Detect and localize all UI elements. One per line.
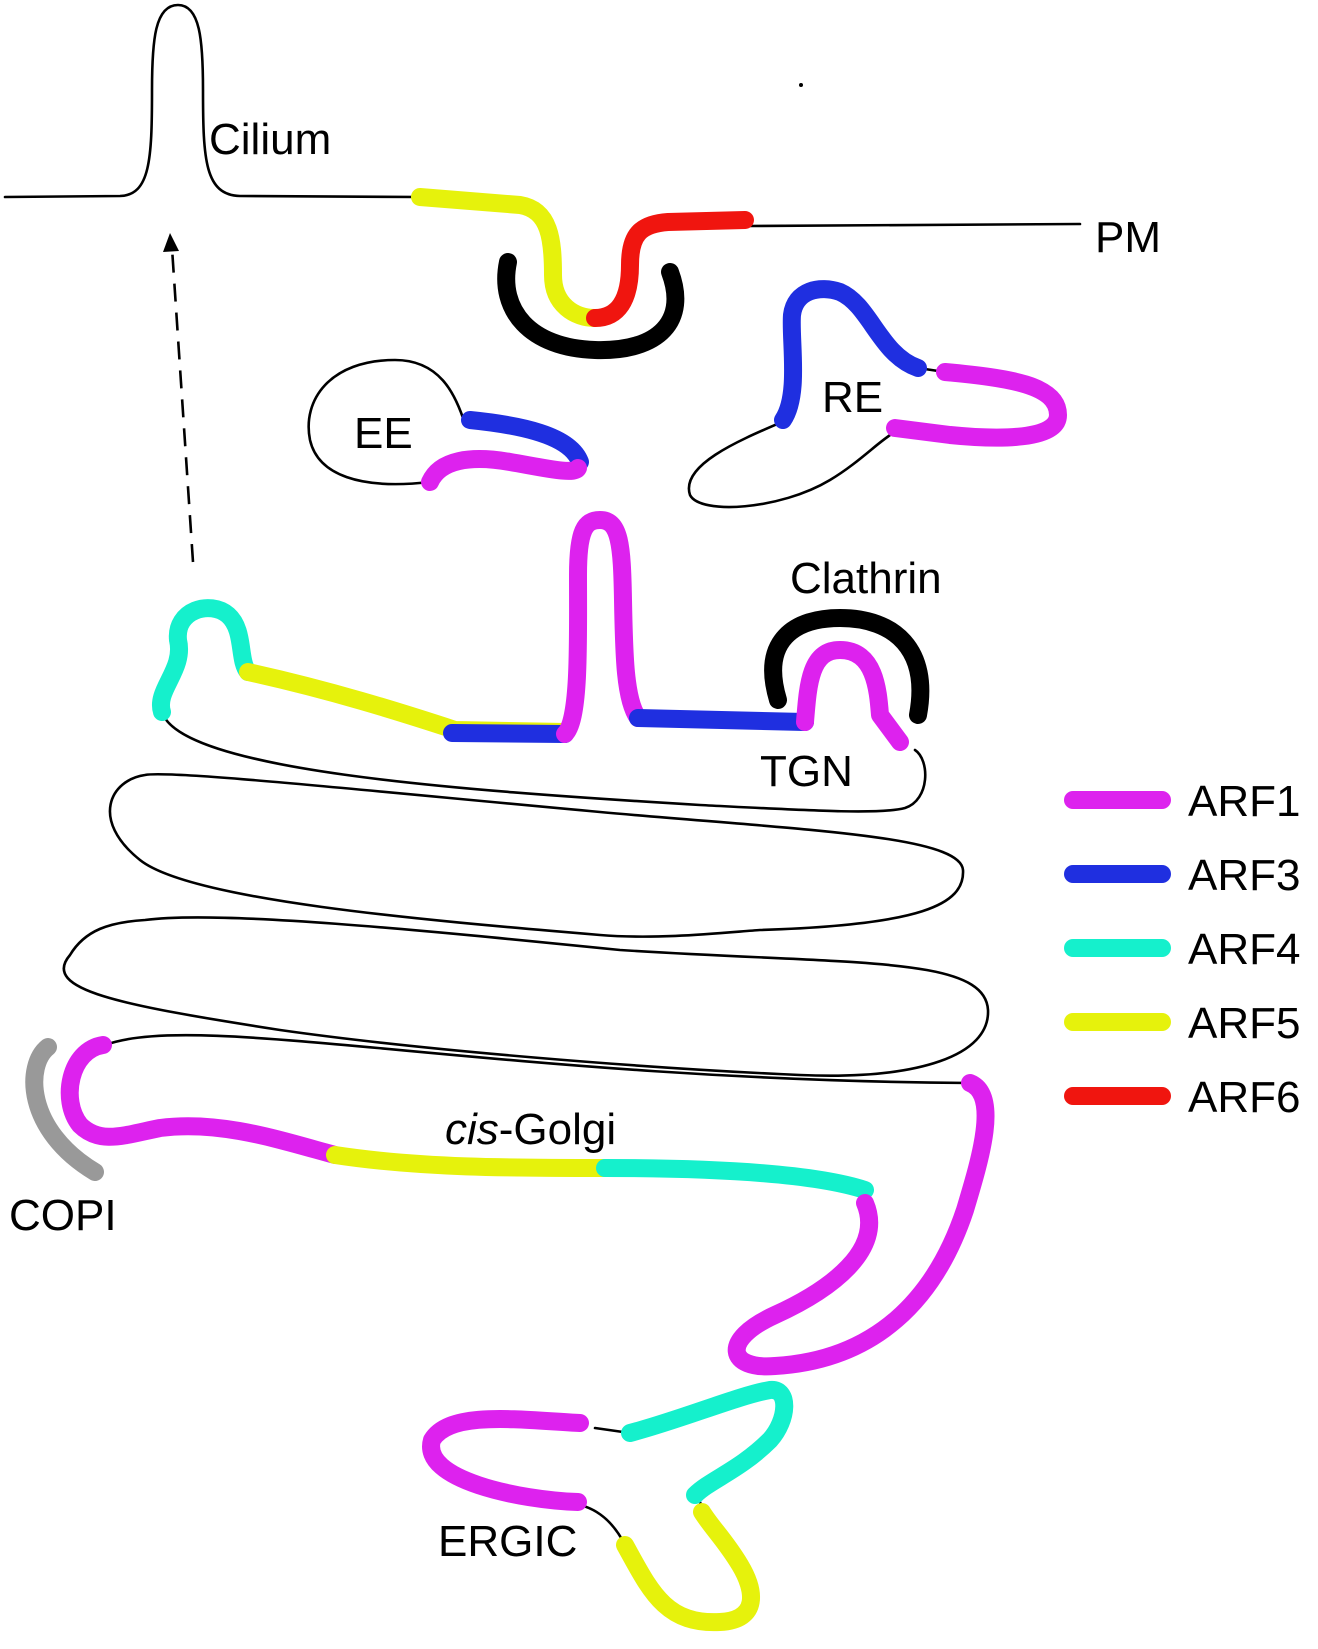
tgn-arf5 xyxy=(239,663,574,741)
ergic-arf4 xyxy=(621,1381,794,1504)
tgn-outline xyxy=(160,710,927,813)
legend-label: ARF3 xyxy=(1188,851,1300,900)
label-cis-suffix: -Golgi xyxy=(499,1105,616,1154)
labels: Cilium PM EE RE Clathrin TGN cis-Golgi C… xyxy=(9,115,1161,1566)
golgi-cisternae xyxy=(62,772,990,1085)
trans-golgi-network xyxy=(151,511,930,813)
plasma-membrane-outline xyxy=(3,3,422,199)
tgn-arf1-tubule xyxy=(556,511,647,743)
label-clathrin: Clathrin xyxy=(790,554,942,603)
legend-item-arf3: ARF3 xyxy=(1064,851,1300,900)
legend-item-arf5: ARF5 xyxy=(1064,999,1300,1048)
ee-arf1 xyxy=(421,450,587,491)
label-cis-golgi: cis-Golgi xyxy=(445,1105,616,1154)
ergic-arf5 xyxy=(616,1503,760,1632)
copi-coat xyxy=(25,1038,104,1181)
cis-arf1-left xyxy=(60,1036,344,1164)
label-ee: EE xyxy=(354,409,413,458)
label-re: RE xyxy=(822,373,883,422)
tgn-arf4 xyxy=(151,599,257,721)
medial-cisterna-1 xyxy=(108,772,965,938)
legend-label: ARF4 xyxy=(1188,925,1300,974)
pm-pit-arf5 xyxy=(411,188,604,327)
re-arf1 xyxy=(886,363,1067,447)
tgn-clathrin xyxy=(764,609,930,724)
pm-pit-clathrin xyxy=(497,253,685,360)
label-pm: PM xyxy=(1095,213,1161,262)
tgn-arf3-right xyxy=(629,709,814,731)
label-copi: COPI xyxy=(9,1191,117,1240)
cis-golgi-top xyxy=(103,1033,972,1085)
pm-pit-arf6 xyxy=(586,211,754,327)
legend-label: ARF6 xyxy=(1188,1073,1300,1122)
legend-item-arf1: ARF1 xyxy=(1064,777,1300,826)
plasma-membrane-right xyxy=(743,222,1082,228)
label-cis-prefix: cis xyxy=(445,1105,499,1154)
re-outline xyxy=(687,420,897,509)
ciliary-transport-arrow xyxy=(163,233,195,563)
ergic xyxy=(422,1381,794,1632)
plasma-membrane xyxy=(3,3,1082,360)
label-tgn: TGN xyxy=(760,747,853,796)
cis-arf4 xyxy=(596,1159,874,1199)
ee-outline xyxy=(307,358,465,486)
cis-golgi xyxy=(25,1036,995,1376)
label-ergic: ERGIC xyxy=(438,1517,577,1566)
legend-item-arf6: ARF6 xyxy=(1064,1073,1300,1122)
re-arf3 xyxy=(774,280,927,429)
arrow-head xyxy=(163,233,179,252)
legend-label: ARF1 xyxy=(1188,777,1300,826)
cilium-dot xyxy=(799,83,803,87)
ergic-connector-bottom xyxy=(578,1503,627,1547)
cis-arf5 xyxy=(326,1146,614,1177)
tgn-arf3-left xyxy=(443,724,574,743)
legend-label: ARF5 xyxy=(1188,999,1300,1048)
medial-cisterna-2 xyxy=(62,916,990,1077)
cis-arf1-right xyxy=(727,1074,995,1376)
recycling-endosome xyxy=(687,280,1067,509)
tgn-arf1-bud xyxy=(796,641,909,751)
ergic-arf1 xyxy=(422,1409,589,1511)
early-endosome xyxy=(307,358,589,491)
legend-item-arf4: ARF4 xyxy=(1064,925,1300,974)
ee-arf3 xyxy=(461,411,589,471)
label-cilium: Cilium xyxy=(209,115,331,164)
